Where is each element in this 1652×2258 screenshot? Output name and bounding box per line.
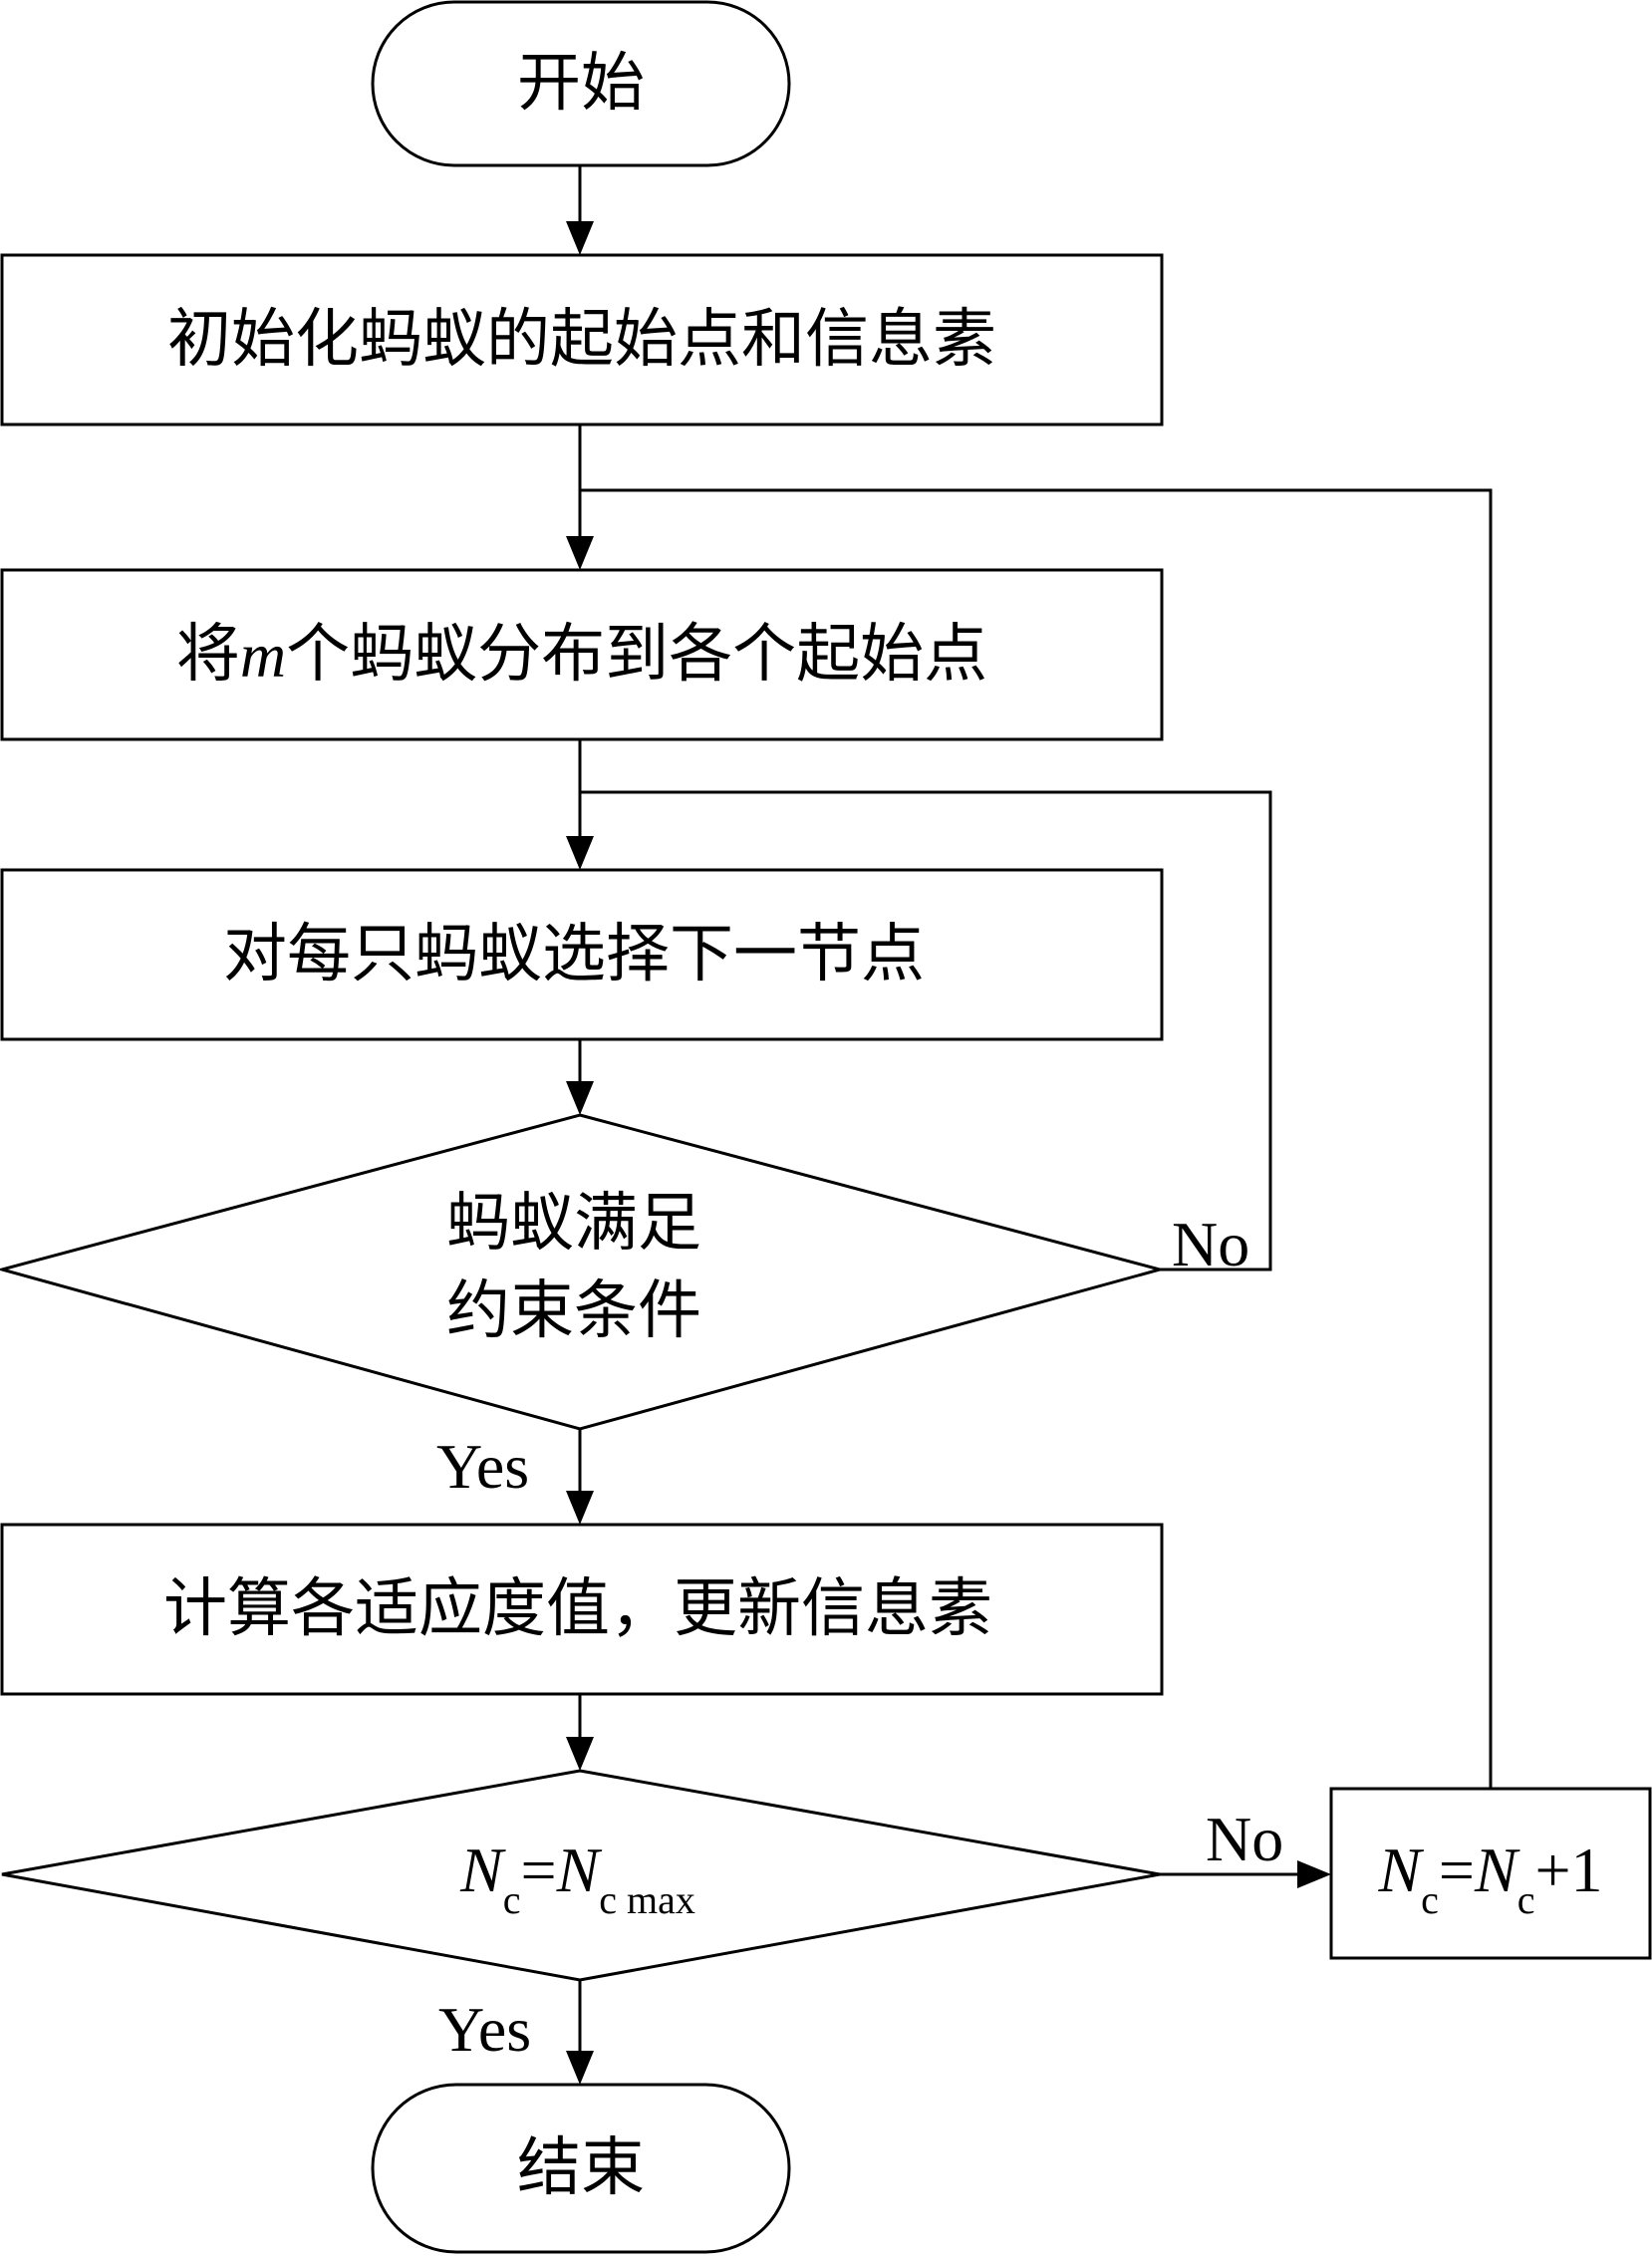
arrowhead-iteration-yes-to-end	[566, 2051, 594, 2085]
distribute-box	[0, 568, 1164, 741]
select-next-node: 对每只蚂蚁选择下一节点	[0, 868, 1164, 1041]
distribute-var-m: m	[240, 620, 286, 691]
distribute-prefix: 将	[176, 618, 240, 692]
iteration-equals: =	[521, 1835, 557, 1905]
edge-labels: No Yes No Yes	[436, 1209, 1283, 2065]
iteration-yes-label: Yes	[438, 1994, 531, 2065]
update-box	[0, 1523, 1164, 1696]
update-label: 计算各适应度值，更新信息素	[163, 1572, 992, 1646]
increment-node: Nc=Nc+1	[1329, 1787, 1652, 1960]
increment-label: Nc=Nc+1	[1377, 1835, 1602, 1922]
constraint-line2: 约束条件	[446, 1274, 701, 1348]
end-label: 结束	[517, 2131, 645, 2205]
iteration-lhs: N	[459, 1835, 506, 1905]
iteration-lhs-sub: c	[503, 1877, 521, 1922]
distribute-node: 将m个蚂蚁分布到各个起始点	[0, 568, 1164, 741]
increment-lhs-sub: c	[1421, 1877, 1439, 1922]
distribute-label: 将m个蚂蚁分布到各个起始点	[176, 618, 987, 692]
constraint-line1: 蚂蚁满足	[446, 1187, 701, 1261]
start-node: 开始	[371, 0, 791, 167]
increment-rhs: N	[1474, 1835, 1520, 1905]
iteration-condition: Nc=Nc max	[459, 1835, 695, 1922]
init-node: 初始化蚂蚁的起始点和信息素	[0, 253, 1164, 426]
increment-equals: =	[1439, 1835, 1475, 1905]
arrowhead-start-to-init	[566, 221, 594, 255]
distribute-suffix: 个蚂蚁分布到各个起始点	[286, 618, 987, 692]
connectors	[566, 165, 1493, 2085]
arrowhead-select-to-constraint	[566, 1081, 594, 1115]
arrowhead-init-to-distribute	[566, 536, 594, 570]
select-next-box	[0, 868, 1164, 1041]
edge-increment-loop	[580, 488, 1493, 1789]
init-box	[0, 253, 1164, 426]
end-terminator	[371, 2083, 791, 2254]
increment-lhs: N	[1377, 1835, 1424, 1905]
constraint-diamond	[0, 1113, 1166, 1431]
iteration-rhs: N	[556, 1835, 603, 1905]
select-next-label: 对每只蚂蚁选择下一节点	[223, 918, 925, 991]
init-label: 初始化蚂蚁的起始点和信息素	[167, 303, 996, 377]
increment-plus-one: +1	[1534, 1835, 1602, 1905]
increment-rhs-sub: c	[1517, 1877, 1535, 1922]
iteration-diamond	[1, 1769, 1161, 1982]
arrowhead-update-to-iteration	[566, 1737, 594, 1771]
iteration-rhs-sub: c max	[599, 1877, 695, 1922]
update-node: 计算各适应度值，更新信息素	[0, 1523, 1164, 1696]
start-terminator	[371, 0, 791, 167]
iteration-no-label: No	[1206, 1804, 1283, 1874]
end-node: 结束	[371, 2083, 791, 2254]
start-label: 开始	[517, 47, 645, 121]
edge-constraint-no-loop	[580, 790, 1272, 1271]
arrowhead-distribute-to-select	[566, 836, 594, 870]
arrowhead-iteration-no-to-increment	[1297, 1860, 1331, 1888]
constraint-no-label: No	[1172, 1209, 1249, 1279]
constraint-yes-label: Yes	[436, 1431, 529, 1502]
increment-box	[1329, 1787, 1652, 1960]
constraint-decision: 蚂蚁满足 约束条件	[0, 1113, 1166, 1431]
iteration-decision: Nc=Nc max	[1, 1769, 1161, 1982]
arrowhead-constraint-yes-to-update	[566, 1491, 594, 1525]
